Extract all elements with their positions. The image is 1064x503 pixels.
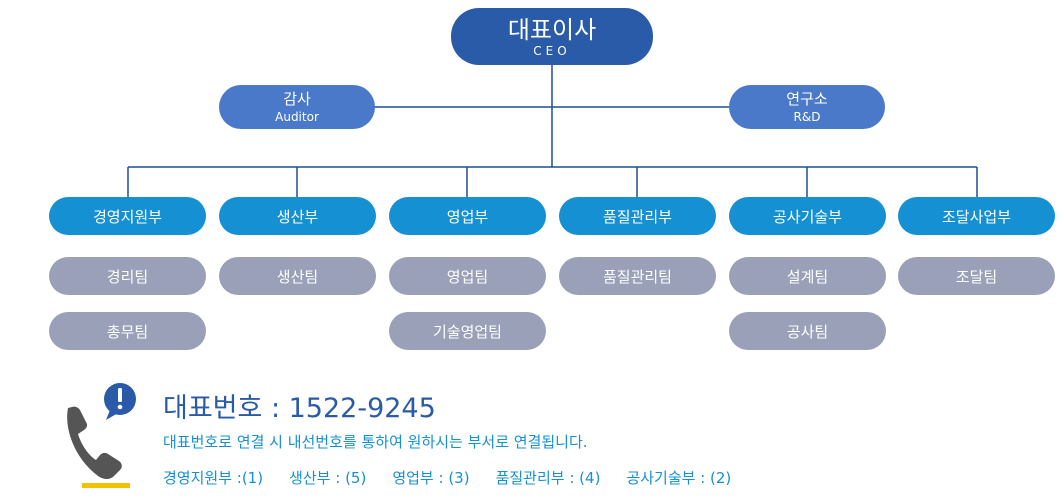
dept-quality-control: 품질관리부 (559, 197, 716, 235)
extension-item: 생산부 : (5) (289, 469, 367, 487)
dept-management-support: 경영지원부 (49, 197, 206, 235)
contact-icon-group (62, 382, 142, 492)
extension-description: 대표번호로 연결 시 내선번호를 통하여 원하시는 부서로 연결됩니다. (163, 433, 588, 451)
team-production: 생산팀 (219, 257, 376, 295)
team-quality-control: 품질관리팀 (559, 257, 716, 295)
team-construction: 공사팀 (729, 312, 886, 350)
team-accounting: 경리팀 (49, 257, 206, 295)
rnd-subtitle: R&D (793, 110, 821, 124)
team-procurement: 조달팀 (898, 257, 1055, 295)
team-sales: 영업팀 (389, 257, 546, 295)
ceo-title: 대표이사 (507, 15, 597, 44)
team-general-affairs: 총무팀 (49, 312, 206, 350)
auditor-subtitle: Auditor (275, 110, 319, 124)
team-design: 설계팀 (729, 257, 886, 295)
auditor-title: 감사 (283, 90, 311, 108)
main-phone-number: 대표번호 : 1522-9245 (163, 393, 436, 424)
auditor-node: 감사 Auditor (219, 85, 375, 129)
dept-construction-engineering: 공사기술부 (729, 197, 886, 235)
team-technical-sales: 기술영업팀 (389, 312, 546, 350)
extension-list: 경영지원부 :(1) 생산부 : (5) 영업부 : (3) 품질관리부 : (… (163, 467, 757, 488)
phone-icon (67, 406, 130, 488)
phone-underline (82, 483, 130, 488)
ceo-node: 대표이사 CEO (451, 8, 653, 65)
extension-item: 영업부 : (3) (392, 469, 470, 487)
extension-item: 공사기술부 : (2) (626, 469, 732, 487)
extension-item: 경영지원부 :(1) (163, 469, 264, 487)
extension-item: 품질관리부 : (4) (495, 469, 601, 487)
dept-sales: 영업부 (389, 197, 546, 235)
alert-bubble-icon (104, 383, 136, 420)
dept-procurement: 조달사업부 (898, 197, 1055, 235)
ceo-subtitle: CEO (533, 43, 571, 58)
rnd-title: 연구소 (786, 90, 828, 108)
dept-production: 생산부 (219, 197, 376, 235)
rnd-node: 연구소 R&D (729, 85, 885, 129)
